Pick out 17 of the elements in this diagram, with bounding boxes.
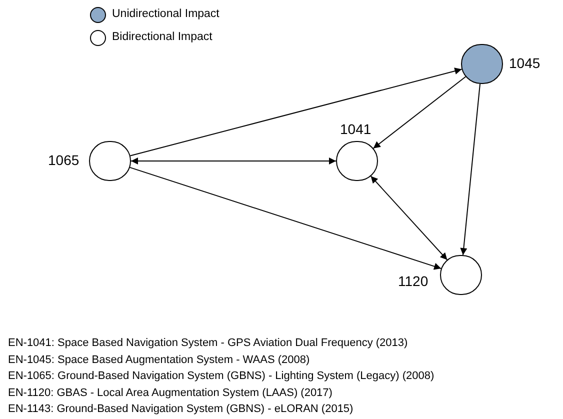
arrow: [372, 76, 466, 149]
footnote-text: EN-1120: GBAS - Local Area Augmentation System (LAAS) (2017): [8, 386, 334, 400]
arrow: [129, 166, 442, 270]
node-number: 1041: [340, 122, 372, 136]
legend-text: Bidirectional Impact: [112, 32, 212, 44]
footnote-text: EN-1041: Space Based Navigation System - GPS Aviation Dual Frequency (2013): [8, 336, 409, 351]
arrow: [370, 176, 448, 260]
footnote-text: EN-1045: Space Based Augmentation System - WAAS (2008): [8, 352, 311, 368]
node-number: 1045: [509, 56, 540, 70]
arrow: [130, 68, 462, 156]
arrow: [130, 158, 336, 164]
footnote-text: EN-1143: Ground-Based Navigation System (GBNS) - eLORAN (2015): [8, 402, 354, 417]
footnote-text: EN-1065: Ground-Based Navigation System (GBNS) - Lighting System (Legacy) (2008): [8, 369, 434, 384]
arrow: [460, 83, 481, 256]
node-number: 1120: [398, 274, 428, 288]
legend-text: Unidirectional Impact: [112, 9, 220, 21]
node-number: 1065: [48, 153, 80, 167]
